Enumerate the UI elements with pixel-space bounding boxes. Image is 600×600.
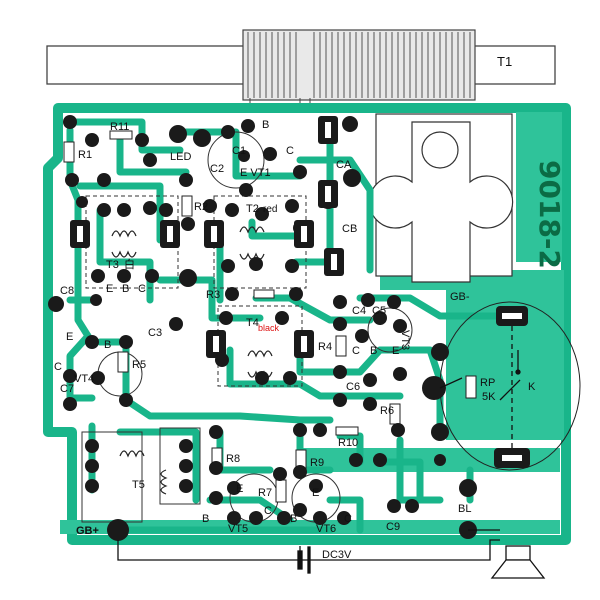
label-DC3V: DC3V [322, 549, 352, 561]
label-C2: C2 [210, 163, 224, 175]
label-T4-color: black [258, 323, 280, 333]
label-C1: C1 [232, 145, 246, 157]
label-C-top: C [286, 145, 294, 157]
label-RP: RP [480, 377, 495, 389]
label-R3: R3 [206, 289, 220, 301]
label-C-VT4: C [54, 361, 62, 373]
label-B-VT3: B [370, 345, 377, 357]
label-E-VT1: E VT1 [240, 167, 271, 179]
rect-pad-holes [77, 122, 522, 461]
label-VT3: VT3 [399, 330, 411, 350]
label-C4: C4 [352, 305, 366, 317]
label-VT5: VT5 [228, 523, 248, 535]
label-CA: CA [336, 159, 352, 171]
label-R6: R6 [380, 405, 394, 417]
label-C3: C3 [148, 327, 162, 339]
label-T4: T4 [246, 317, 259, 329]
label-C6: C6 [346, 381, 360, 393]
antenna-label: T1 [497, 54, 512, 69]
label-E-VT3: E [392, 345, 399, 357]
pcb-traces [66, 118, 504, 534]
label-R9: R9 [310, 457, 324, 469]
label-R8: R8 [226, 453, 240, 465]
label-T2: T2 [246, 203, 259, 215]
label-C9: C9 [386, 521, 400, 533]
label-B-VT6: B [290, 513, 297, 525]
label-C5: C5 [372, 305, 386, 317]
label-R10: R10 [338, 437, 358, 449]
label-C7: C7 [60, 383, 74, 395]
label-T3: T3 [106, 259, 119, 271]
label-R5: R5 [132, 359, 146, 371]
label-R11: R11 [110, 121, 129, 133]
label-C8: C8 [60, 285, 74, 297]
label-C-VT5: C [264, 505, 272, 517]
label-B-top: B [262, 119, 269, 131]
label-C-left: C [138, 283, 146, 295]
solder-pads [48, 115, 477, 541]
label-R7: R7 [258, 487, 272, 499]
label-T5: T5 [132, 479, 145, 491]
volume-switch-symbol [117, 326, 521, 574]
label-B-left: B [122, 283, 129, 295]
board-id-text: 9018-2 [533, 160, 566, 269]
label-E-VT6: E [312, 487, 319, 499]
label-E-VT4: E [66, 331, 73, 343]
label-LED: LED [170, 151, 191, 163]
label-BL: BL [458, 503, 471, 515]
label-C-VT3: C [352, 345, 360, 357]
label-B-VT4: B [104, 339, 111, 351]
label-RP-value: 5K [482, 391, 496, 403]
label-K: K [528, 381, 536, 393]
label-R2: R2 [194, 201, 208, 213]
label-CB: CB [342, 223, 357, 235]
label-GB-plus: GB+ [76, 525, 99, 537]
tuning-capacitor-outline [368, 113, 514, 283]
label-T3-color: 白 [124, 257, 135, 271]
label-R4: R4 [318, 341, 332, 353]
label-VT6: VT6 [316, 523, 336, 535]
label-GB-minus: GB- [450, 291, 470, 303]
label-R1: R1 [78, 149, 92, 161]
speaker-icon [490, 545, 546, 579]
label-E-VT5: E [236, 483, 243, 495]
label-E-left: E [106, 283, 113, 295]
label-VT4: VT4 [74, 373, 94, 385]
label-T2-color: red [263, 204, 277, 215]
label-B-VT5: B [202, 513, 209, 525]
component-labels: R1 R11 LED B C1 C E VT1 C2 R2 T2 red CA … [54, 119, 536, 561]
label-C-VT6: C [344, 513, 352, 525]
ferrite-antenna: T1 [46, 29, 556, 128]
